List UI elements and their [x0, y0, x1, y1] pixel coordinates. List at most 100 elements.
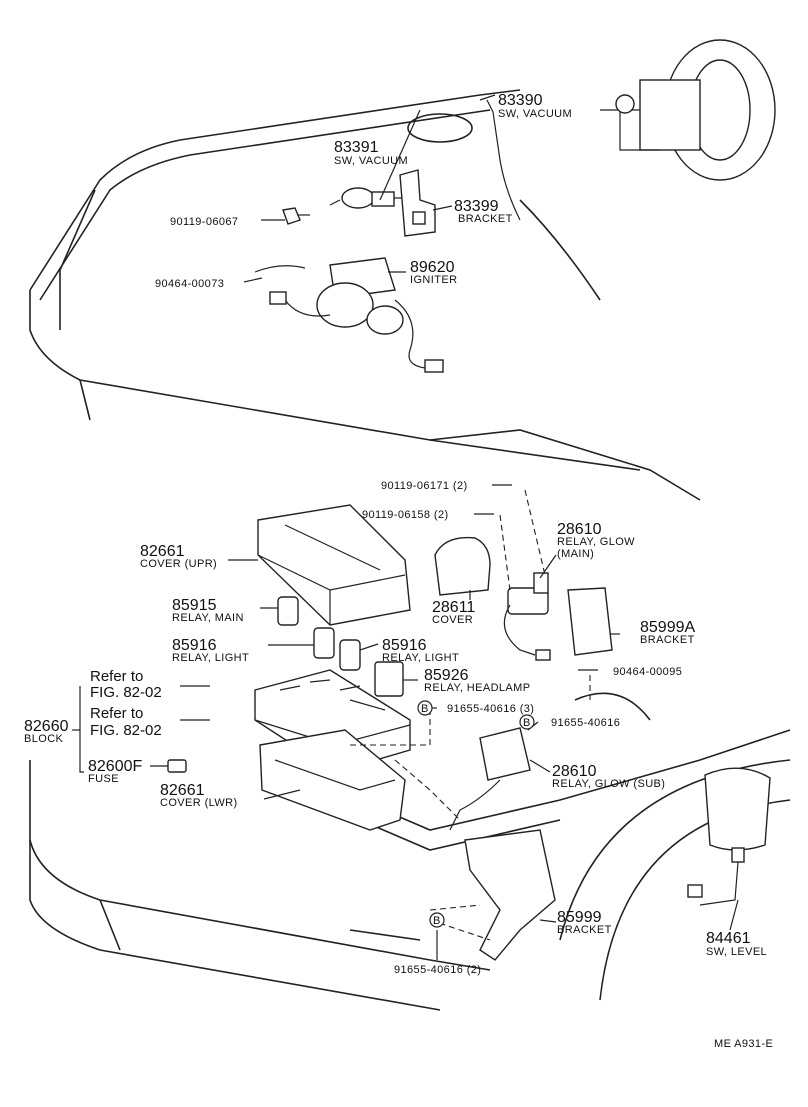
part-name: BLOCK	[24, 733, 64, 745]
label-83399: 83399 BRACKET	[454, 198, 513, 225]
part-number: 82661	[160, 782, 205, 799]
part-number: 90464-00073	[155, 278, 224, 290]
part-name: RELAY, LIGHT	[382, 652, 459, 664]
label-85999: 85999 BRACKET	[557, 909, 612, 936]
part-number: 85926	[424, 667, 469, 684]
vacuum-switch-83391-drawing	[329, 187, 404, 209]
part-number: 90119-06158 (2)	[362, 509, 449, 521]
part-number: 85915	[172, 597, 217, 614]
fuse-block-82660-drawing	[254, 669, 411, 773]
bracket-85999A-drawing	[567, 587, 613, 656]
ref-line2: FIG. 82-02	[90, 684, 162, 701]
fuse-82600F-drawing	[167, 759, 187, 773]
dashed-assembly-lines	[350, 489, 591, 941]
part-number: 91655-40616	[551, 717, 620, 729]
part-number: 85999	[557, 909, 602, 926]
glow-relay-sub-drawing	[449, 727, 531, 831]
part-number: 91655-40616 (2)	[394, 964, 481, 976]
part-name: COVER (UPR)	[140, 558, 217, 570]
part-name: COVER (LWR)	[160, 797, 238, 809]
part-number: 85999A	[640, 619, 695, 636]
part-number: 28610	[557, 521, 602, 538]
part-name: COVER	[432, 614, 473, 626]
brake-booster-drawing	[600, 39, 776, 181]
label-82661-upr: 82661 COVER (UPR)	[140, 543, 217, 570]
bracket-83399-drawing	[399, 169, 436, 237]
part-number: 85916	[382, 637, 427, 654]
cover-28611-drawing	[434, 536, 491, 596]
label-90464-00095: 90464-00095	[613, 666, 682, 678]
part-number: 91655-40616 (3)	[447, 703, 534, 715]
label-85916-b: 85916 RELAY, LIGHT	[382, 637, 459, 664]
relay-85916-b-drawing	[339, 639, 361, 671]
label-82661-lwr: 82661 COVER (LWR)	[160, 782, 238, 809]
label-28610-main: 28610 RELAY, GLOW (MAIN)	[557, 521, 635, 560]
label-91655-40616-3: B 91655-40616 (3)	[417, 700, 534, 716]
label-28610-sub: 28610 RELAY, GLOW (SUB)	[552, 763, 665, 790]
igniter-89620-drawing	[254, 257, 444, 373]
label-90119-06158: 90119-06158 (2)	[362, 509, 449, 521]
label-83390: 83390 SW, VACUUM	[498, 92, 572, 120]
part-number: 85916	[172, 637, 217, 654]
upper-cover-82661-drawing	[257, 504, 411, 626]
part-number: 90464-00095	[613, 666, 682, 678]
part-name: RELAY, GLOW (SUB)	[552, 778, 665, 790]
label-90464-00073: 90464-00073	[155, 278, 224, 290]
glow-relay-main-drawing	[503, 572, 551, 661]
bolt-90119-06067-drawing	[282, 207, 310, 225]
label-90119-06171: 90119-06171 (2)	[381, 480, 468, 492]
relay-85926-drawing	[374, 661, 404, 697]
upper-body-outline	[29, 89, 701, 501]
marker-letter: B	[421, 703, 429, 715]
marker-letter: B	[523, 717, 531, 729]
part-name: RELAY, LIGHT	[172, 652, 249, 664]
footer-code: ME A931-E	[714, 1038, 773, 1050]
part-name: FUSE	[88, 773, 119, 785]
part-number: 90119-06067	[170, 216, 238, 228]
part-name: SW, VACUUM	[498, 108, 572, 120]
part-number: 83390	[498, 92, 543, 109]
part-name: SW, LEVEL	[706, 946, 767, 958]
label-refer-to-2: Refer to FIG. 82-02	[90, 705, 162, 739]
part-name: BRACKET	[557, 924, 612, 936]
lower-cover-82661-drawing	[259, 729, 406, 831]
part-number: 84461	[706, 930, 751, 947]
part-number: 89620	[410, 259, 455, 276]
part-number: 82660	[24, 718, 69, 735]
ref-line1: Refer to	[90, 705, 143, 722]
label-90119-06067: 90119-06067	[170, 216, 238, 228]
part-name: RELAY, HEADLAMP	[424, 682, 530, 694]
part-name: SW, VACUUM	[334, 155, 408, 167]
label-89620: 89620 IGNITER	[410, 259, 457, 286]
label-85916-a: 85916 RELAY, LIGHT	[172, 637, 249, 664]
lower-body-outline	[29, 692, 791, 1011]
part-name: BRACKET	[640, 634, 695, 646]
part-name: IGNITER	[410, 274, 457, 286]
label-91655-40616-2: B 91655-40616 (2)	[394, 912, 481, 976]
part-name-sub: (MAIN)	[557, 548, 594, 560]
label-82600F: 82600F FUSE	[88, 758, 142, 785]
ref-line1: Refer to	[90, 668, 143, 685]
part-name: BRACKET	[458, 213, 513, 225]
ref-line2: FIG. 82-02	[90, 722, 162, 739]
level-switch-84461-drawing	[687, 767, 771, 906]
marker-b-icon	[429, 912, 445, 928]
label-refer-to-1: Refer to FIG. 82-02	[90, 668, 162, 701]
bracket-85999-drawing	[464, 829, 556, 961]
part-number: 90119-06171 (2)	[381, 480, 468, 492]
label-85999A: 85999A BRACKET	[640, 619, 695, 646]
label-91655-40616: B 91655-40616	[519, 714, 620, 730]
label-85926: 85926 RELAY, HEADLAMP	[424, 667, 530, 694]
label-84461: 84461 SW, LEVEL	[706, 930, 767, 958]
label-85915: 85915 RELAY, MAIN	[172, 597, 243, 624]
leader-lines	[72, 94, 739, 960]
part-number: 83391	[334, 139, 379, 156]
part-number: 28610	[552, 763, 597, 780]
relay-85916-a-drawing	[313, 627, 335, 659]
label-83391: 83391 SW, VACUUM	[334, 139, 408, 167]
marker-b-icon	[417, 700, 433, 716]
part-name: RELAY, GLOW	[557, 536, 635, 548]
part-number: 83399	[454, 198, 499, 215]
